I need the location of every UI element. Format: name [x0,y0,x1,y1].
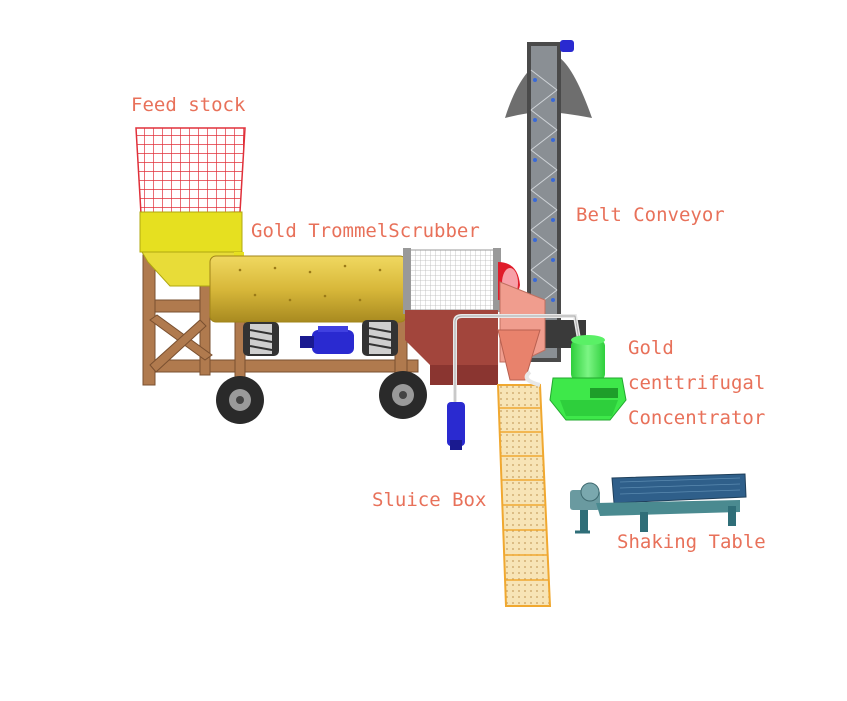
sluice-box [496,384,552,607]
centrifugal-concentrator [524,335,627,421]
belt-conveyor-label: Belt Conveyor [576,204,725,226]
feed-stock-label: Feed stock [131,94,246,116]
centrifugal-concentrator-label-line1: Gold [628,337,674,359]
centrifugal-concentrator-label-line2: centtrifugal [628,372,766,394]
water-pipe [453,314,582,410]
road-wheels [216,371,427,424]
scrubber-tires [243,320,398,356]
centrifugal-concentrator-label-line3: Concentrator [628,407,766,429]
trommel-scrubber-label: Gold TrommelScrubber [251,220,480,242]
trommel-drum [209,248,520,323]
shaking-table [570,473,747,534]
sluice-box-label: Sluice Box [372,489,487,511]
discharge-box [405,281,546,385]
water-pump [447,402,465,450]
shaking-table-label: Shaking Table [617,531,766,553]
drive-motor [300,326,354,354]
